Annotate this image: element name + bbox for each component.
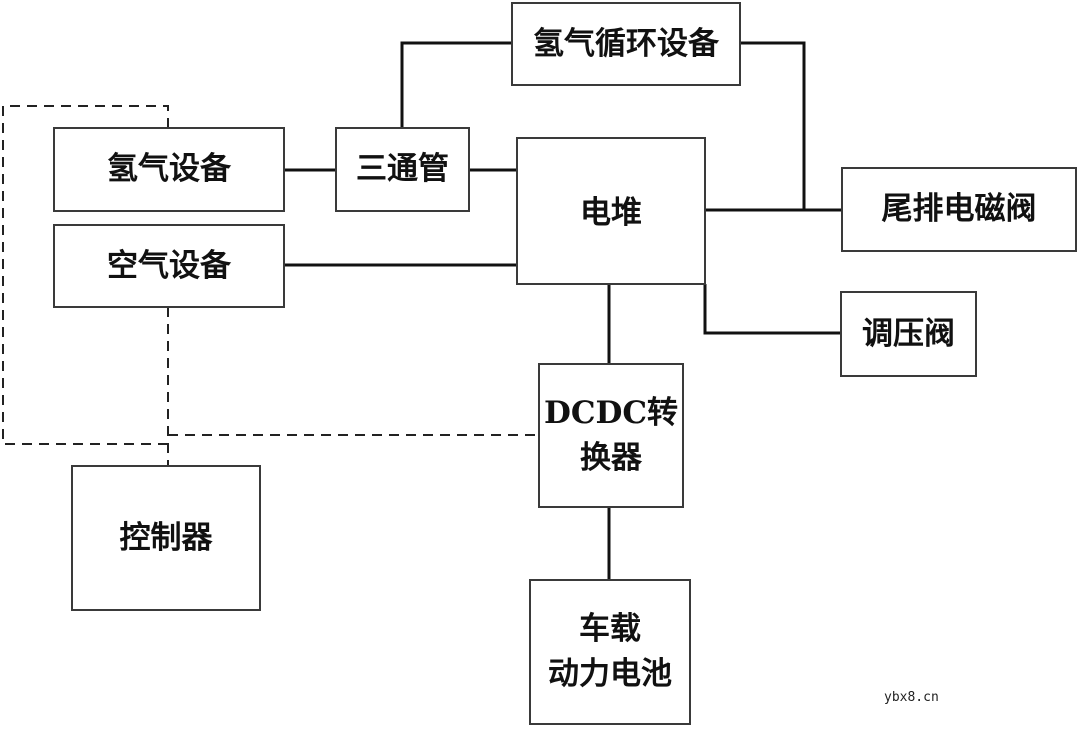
tail-solenoid-valve-label: 尾排电磁阀 xyxy=(881,191,1037,228)
tail-solenoid-valve-box: 尾排电磁阀 xyxy=(841,167,1077,252)
hydrogen-circulation-label: 氢气循环设备 xyxy=(533,25,719,62)
controller-label: 控制器 xyxy=(119,519,213,556)
air-equipment-box: 空气设备 xyxy=(53,224,285,308)
air-equipment-label: 空气设备 xyxy=(107,247,231,284)
control-dashed-line xyxy=(2,105,169,445)
hydrogen-equipment-label: 氢气设备 xyxy=(107,151,231,188)
three-way-pipe-box: 三通管 xyxy=(335,127,470,212)
connector-tee-to-circulation xyxy=(400,41,511,128)
pressure-regulating-valve-label: 调压阀 xyxy=(862,315,955,352)
connector-stack-to-regulator xyxy=(703,284,840,335)
vehicle-battery-label: 车载 动力电池 xyxy=(548,611,672,692)
vehicle-battery-box: 车载 动力电池 xyxy=(529,579,691,725)
pressure-regulating-valve-box: 调压阀 xyxy=(840,291,977,377)
dcdc-converter-box: DCDC转 换器 xyxy=(538,363,684,508)
hydrogen-circulation-box: 氢气循环设备 xyxy=(511,2,741,86)
hydrogen-equipment-box: 氢气设备 xyxy=(53,127,285,212)
dcdc-converter-label: DCDC转 换器 xyxy=(543,394,679,476)
connector-circulation-to-exhaust xyxy=(740,41,806,210)
stack-label: 电堆 xyxy=(580,195,642,231)
stack-box: 电堆 xyxy=(516,137,706,285)
watermark-text: ybx8.cn xyxy=(884,690,939,705)
three-way-pipe-label: 三通管 xyxy=(356,151,449,188)
controller-box: 控制器 xyxy=(71,465,261,611)
